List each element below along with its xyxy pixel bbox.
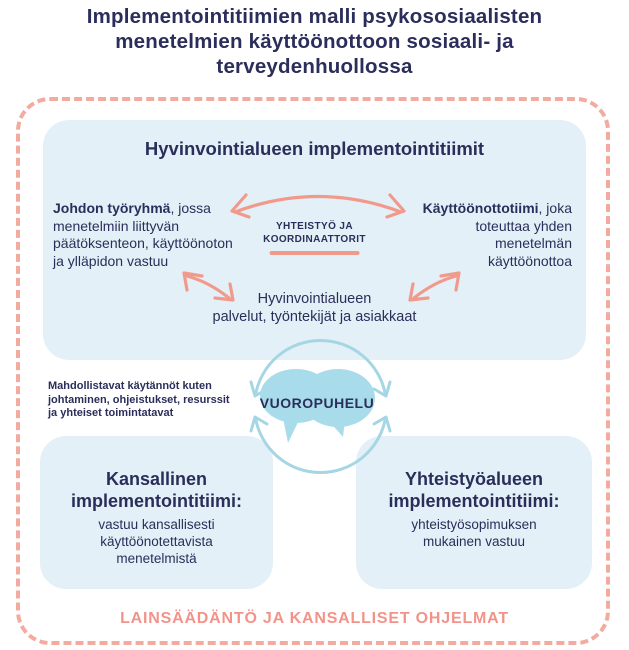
- diagonal-double-arrow-left-icon: [182, 271, 235, 302]
- deployment-team-lead-suffix: , joka: [538, 200, 572, 216]
- services-text: Hyvinvointialueen palvelut, työntekijät …: [43, 290, 586, 326]
- deployment-team-line: menetelmän: [494, 235, 572, 251]
- cooperation-area-box: Yhteistyöalueen implementointitiimi: yht…: [356, 436, 592, 589]
- page-title: Implementointitiimien malli psykososiaal…: [0, 4, 629, 79]
- leadership-group-lead-suffix: , jossa: [170, 200, 211, 216]
- region-box-title: Hyvinvointialueen implementointitiimit: [144, 138, 485, 159]
- dialogue-cycle: VUOROPUHELU: [248, 334, 393, 479]
- services-text-line: Hyvinvointialueen: [257, 291, 372, 307]
- deployment-team-line: käyttöönottoa: [487, 252, 572, 269]
- dashed-frame: [16, 97, 610, 645]
- coordinators-label: YHTEISTYÖ JA KOORDINAATTORIT: [263, 220, 366, 255]
- coordinators-label-line: KOORDINAATTORIT: [263, 234, 366, 245]
- page-title-line: menetelmien käyttöönottoon sosiaali- ja: [115, 30, 514, 53]
- speech-bubbles-icon: [260, 369, 375, 443]
- region-implementation-box: Hyvinvointialueen implementointitiimit J…: [43, 120, 586, 360]
- cooperation-area-title: Yhteistyöalueen implementointitiimi:: [388, 469, 560, 511]
- dialogue-cycle-icon: VUOROPUHELU: [249, 338, 392, 475]
- footer-caption: LAINSÄÄDÄNTÖ JA KANSALLISET OHJELMAT: [120, 610, 509, 627]
- enablers-text: Mahdollistavat käytännöt kuten johtamine…: [48, 380, 230, 421]
- enablers-text-line: johtaminen, ohjeistukset, resurssit: [48, 393, 230, 406]
- cooperation-area-body: yhteistyösopimuksen mukainen vastuu: [411, 517, 537, 549]
- enablers-text-line: ja yhteiset toimintatavat: [48, 407, 174, 419]
- deployment-team-text: Käyttöönottotiimi, joka toteuttaa yhden …: [382, 200, 572, 270]
- leadership-group-line: menetelmiin liittyvän: [53, 217, 180, 234]
- enablers-text-line: Mahdollistavat käytännöt kuten: [48, 380, 212, 392]
- leadership-group-line: päätöksenteon, käyttöönoton: [53, 235, 233, 251]
- deployment-team-lead: Käyttöönottotiimi: [422, 200, 539, 216]
- national-team-box: Kansallinen implementointitiimi: vastuu …: [40, 436, 273, 589]
- page-title-line: terveydenhuollossa: [216, 55, 413, 78]
- coordinators-label-line: YHTEISTYÖ JA: [275, 221, 354, 232]
- diagonal-double-arrow-right-icon: [408, 271, 461, 302]
- leadership-group-line: ja ylläpidon vastuu: [53, 252, 169, 269]
- leadership-group-lead: Johdon työryhmä: [53, 200, 171, 216]
- page-title-line: Implementointitiimien malli psykososiaal…: [86, 5, 543, 28]
- national-team-title: Kansallinen implementointitiimi:: [71, 469, 242, 511]
- services-text-line: palvelut, työntekijät ja asiakkaat: [212, 309, 417, 325]
- deployment-team-line: toteuttaa yhden: [475, 217, 572, 234]
- leadership-group-text: Johdon työryhmä, jossa menetelmiin liitt…: [53, 200, 259, 270]
- coordinators-underline: [269, 251, 360, 255]
- collaboration-curved-arrow-icon: [230, 193, 406, 219]
- dialogue-label: VUOROPUHELU: [260, 395, 374, 411]
- national-team-body: vastuu kansallisesti käyttöönotettavista…: [98, 517, 215, 566]
